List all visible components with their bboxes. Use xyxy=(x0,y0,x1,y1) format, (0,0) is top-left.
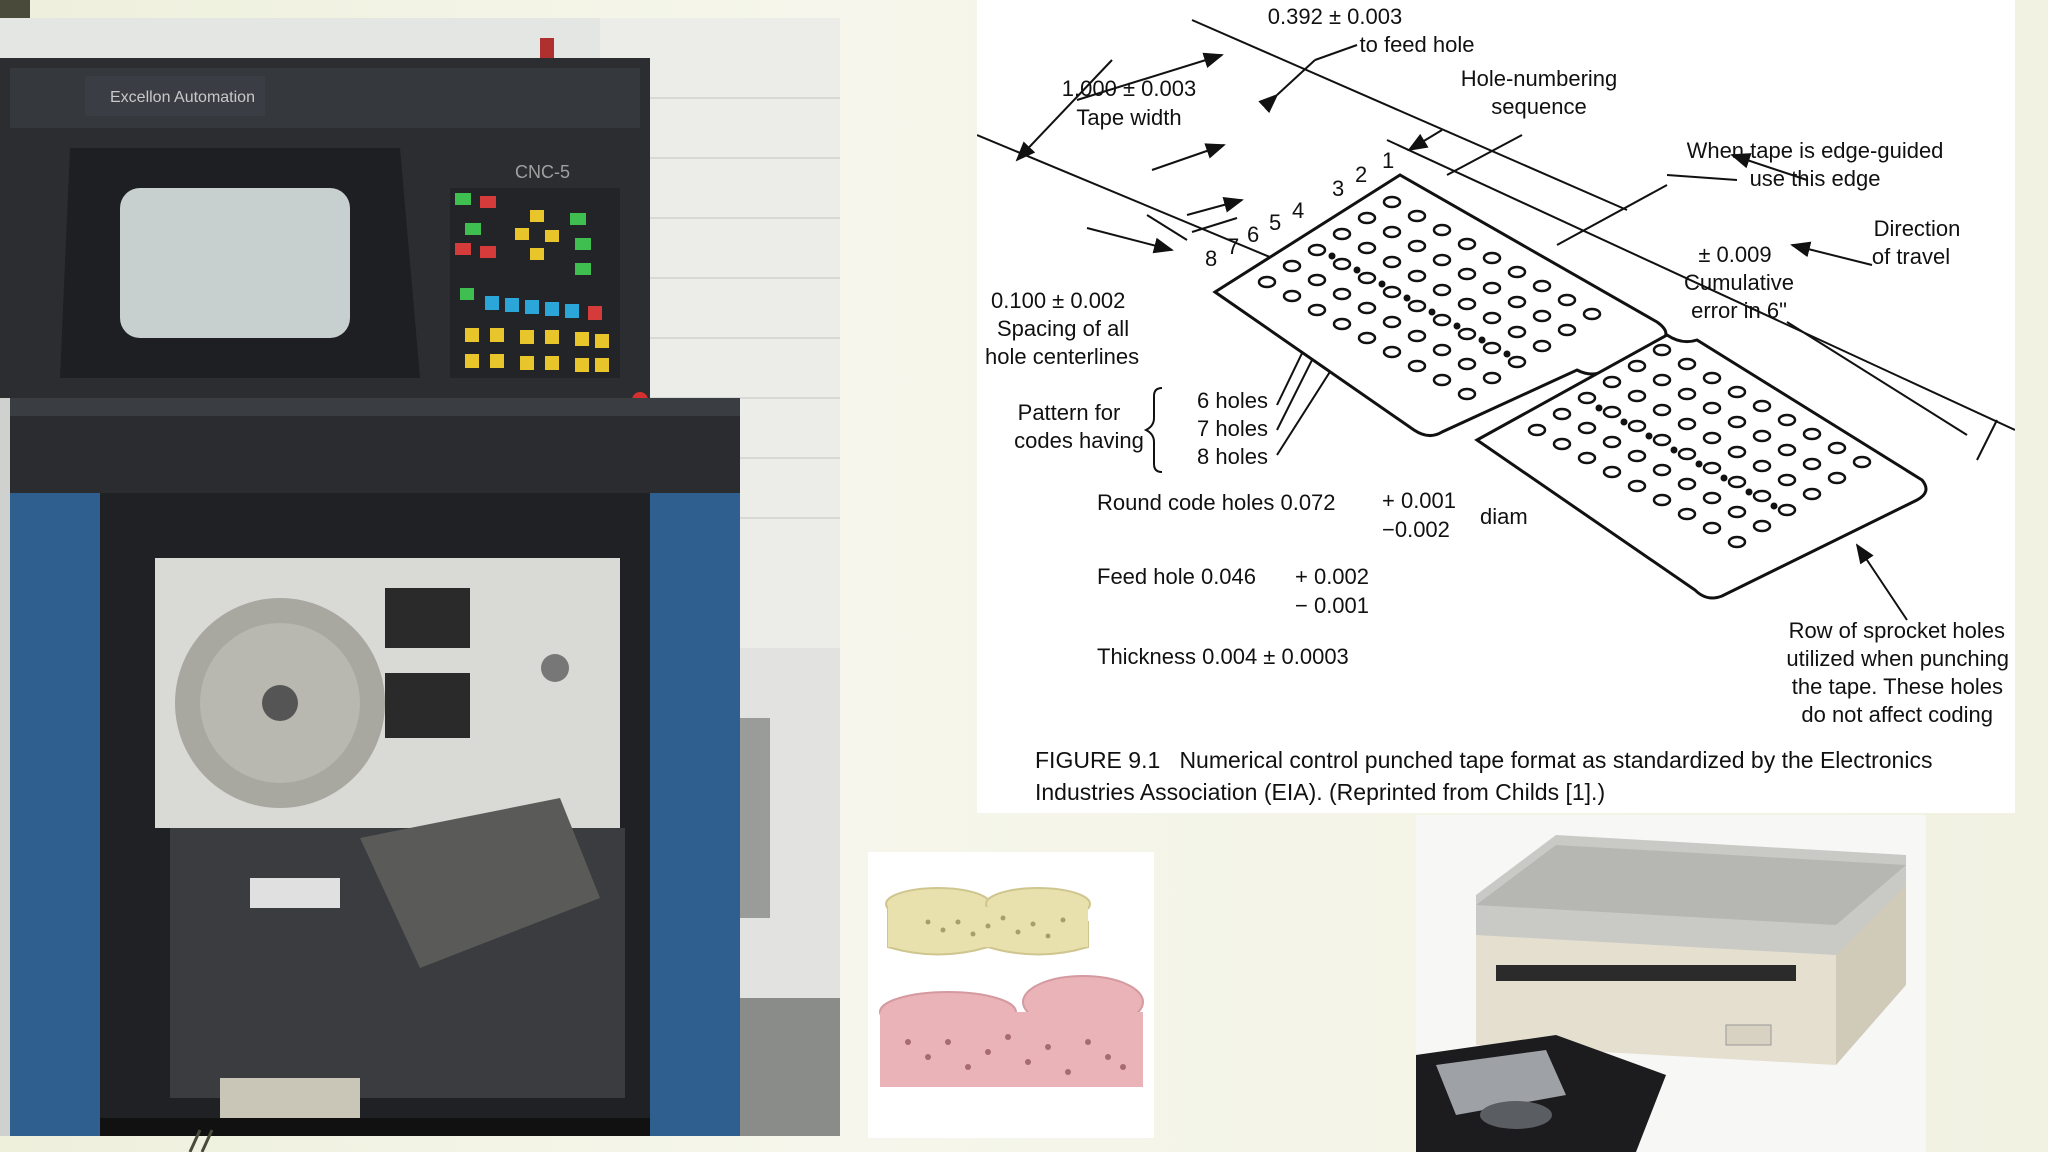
spacing-label-2: hole centerlines xyxy=(985,344,1139,369)
hole-number-1: 1 xyxy=(1382,148,1394,173)
hole-number-8: 8 xyxy=(1205,246,1217,271)
punched-tape-figure: 0.392 ± 0.003 to feed hole 1.000 ± 0.003… xyxy=(977,0,2015,813)
pattern-label-1: Pattern for xyxy=(1018,400,1121,425)
figure-caption: FIGURE 9.1 Numerical control punched tap… xyxy=(1035,744,1985,808)
round-code-minus-label: −0.002 xyxy=(1382,517,1450,542)
floppy-drive-illustration xyxy=(1416,815,1926,1152)
tape-width-value: 1.000 ± 0.003 xyxy=(1062,76,1196,101)
feed-hole-offset-label: 0.392 ± 0.003 xyxy=(1268,4,1402,29)
hole-number-2: 2 xyxy=(1355,162,1367,187)
spacing-label-1: Spacing of all xyxy=(997,316,1129,341)
eight-holes-label: 8 holes xyxy=(1197,444,1268,469)
pattern-label-2: codes having xyxy=(1014,428,1144,453)
figure-caption-label: FIGURE 9.1 xyxy=(1035,747,1161,773)
feed-hole-minus-label: − 0.001 xyxy=(1295,593,1369,618)
sprocket-label-3: the tape. These holes xyxy=(1792,674,2003,699)
feed-hole-offset-sub-label: to feed hole xyxy=(1360,32,1475,57)
diam-label: diam xyxy=(1480,504,1528,529)
edge-guided-label-2: use this edge xyxy=(1750,166,1881,191)
thickness-label: Thickness 0.004 ± 0.0003 xyxy=(1097,644,1349,669)
tape-strip-lower xyxy=(1474,333,1928,600)
hole-numbering-label-1: Hole-numbering xyxy=(1461,66,1618,91)
edge-guided-label-1: When tape is edge-guided xyxy=(1687,138,1944,163)
paper-tape-rolls-illustration xyxy=(868,852,1154,1138)
hole-number-6: 6 xyxy=(1247,222,1259,247)
cumulative-error-label-2: error in 6" xyxy=(1691,298,1787,323)
feed-hole-label: Feed hole 0.046 xyxy=(1097,564,1256,589)
tape-strip-upper xyxy=(1212,173,1668,437)
round-code-holes-label: Round code holes 0.072 xyxy=(1097,490,1336,515)
tape-width-label: Tape width xyxy=(1076,105,1181,130)
six-holes-label: 6 holes xyxy=(1197,388,1268,413)
svg-text:Excellon Automation: Excellon Automation xyxy=(110,89,255,106)
slide-decoration xyxy=(188,1129,214,1152)
cnc-machine-photo: Excellon Automation CNC-5 xyxy=(0,18,840,1136)
floppy-drive-photo xyxy=(1416,815,1926,1152)
hole-numbering-label-2: sequence xyxy=(1491,94,1586,119)
hole-number-3: 3 xyxy=(1332,176,1344,201)
sprocket-label-1: Row of sprocket holes xyxy=(1789,618,2005,643)
sprocket-label-4: do not affect coding xyxy=(1801,702,1993,727)
feed-hole-plus-label: + 0.002 xyxy=(1295,564,1369,589)
direction-label-1: Direction xyxy=(1874,216,1961,241)
sprocket-label-2: utilized when punching xyxy=(1786,646,2009,671)
hole-number-5: 5 xyxy=(1269,210,1281,235)
round-code-plus-label: + 0.001 xyxy=(1382,488,1456,513)
hole-number-4: 4 xyxy=(1292,198,1304,223)
svg-text:CNC-5: CNC-5 xyxy=(515,162,570,182)
cumulative-error-value: ± 0.009 xyxy=(1698,242,1771,267)
direction-label-2: of travel xyxy=(1872,244,1950,269)
cnc-machine-illustration: Excellon Automation CNC-5 xyxy=(0,18,840,1136)
spacing-value: 0.100 ± 0.002 xyxy=(991,288,1125,313)
slide-corner-mark xyxy=(0,0,30,20)
cumulative-error-label-1: Cumulative xyxy=(1684,270,1794,295)
paper-tape-rolls-photo xyxy=(868,852,1154,1138)
tape-format-diagram: 0.392 ± 0.003 to feed hole 1.000 ± 0.003… xyxy=(977,4,2015,727)
figure-caption-text: Numerical control punched tape format as… xyxy=(1035,747,1933,805)
seven-holes-label: 7 holes xyxy=(1197,416,1268,441)
hole-number-7: 7 xyxy=(1227,234,1239,259)
